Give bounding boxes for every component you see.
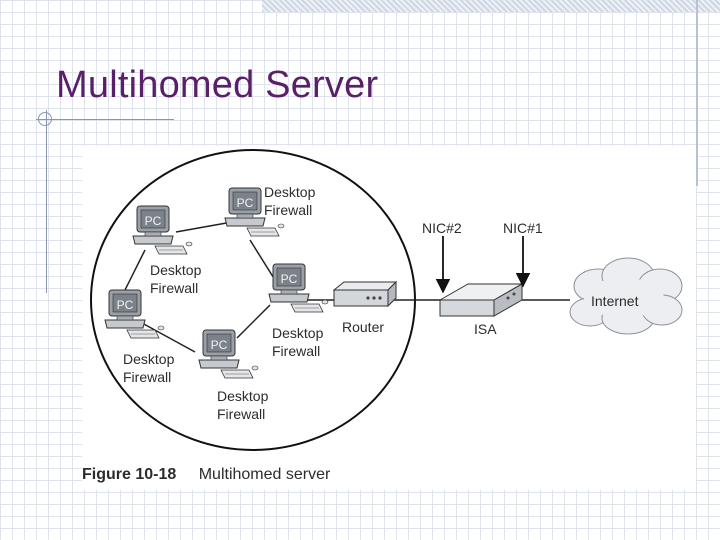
router-label: Router xyxy=(342,319,385,335)
pc-monitor-label: PC xyxy=(145,214,162,228)
corner-ring-decor xyxy=(38,112,52,126)
pc-monitor-label: PC xyxy=(117,298,134,312)
label-line: Desktop xyxy=(150,262,202,278)
left-vertical-decor xyxy=(46,110,47,293)
workstation-top: PC xyxy=(224,187,285,237)
workstation-right: PC xyxy=(268,263,329,313)
workstation-label-bottom: Desktop Firewall xyxy=(217,387,268,423)
internet-label: Internet xyxy=(591,293,639,309)
pc-monitor-label: PC xyxy=(237,196,254,210)
label-line: Firewall xyxy=(123,369,172,385)
label-line: Desktop xyxy=(264,184,316,200)
label-line: Firewall xyxy=(217,406,266,422)
top-decor-band xyxy=(262,0,720,12)
label-line: Desktop xyxy=(123,351,175,367)
router-device xyxy=(332,280,398,308)
figure-number: Figure 10-18 xyxy=(82,466,177,483)
label-line: Desktop xyxy=(217,388,269,404)
figure-caption: Figure 10-18 Multihomed server xyxy=(82,466,330,484)
title-underline-decor xyxy=(36,119,174,120)
label-line: Firewall xyxy=(150,280,199,296)
figure-title: Multihomed server xyxy=(198,466,331,483)
pc-monitor-label: PC xyxy=(281,272,298,286)
label-line: Desktop xyxy=(272,325,324,341)
isa-label: ISA xyxy=(474,321,497,337)
workstation-label-top: Desktop Firewall xyxy=(264,183,315,219)
isa-server-device xyxy=(438,283,524,317)
workstation-upper-left: PC xyxy=(132,205,193,255)
workstation-label-lower-left: Desktop Firewall xyxy=(123,350,174,386)
pc-monitor-label: PC xyxy=(211,338,228,352)
slide-title: Multihomed Server xyxy=(56,64,379,106)
workstation-bottom: PC xyxy=(198,329,259,379)
label-line: Firewall xyxy=(264,202,313,218)
lan-links xyxy=(124,221,276,353)
right-decor-bar xyxy=(696,0,698,186)
internet-cloud xyxy=(569,257,683,335)
nic1-label: NIC#1 xyxy=(503,220,543,236)
workstation-label-right: Desktop Firewall xyxy=(272,324,323,360)
workstation-lower-left: PC xyxy=(104,289,165,339)
label-line: Firewall xyxy=(272,343,321,359)
nic2-label: NIC#2 xyxy=(422,220,462,236)
workstation-label-upper-left: Desktop Firewall xyxy=(150,261,201,297)
